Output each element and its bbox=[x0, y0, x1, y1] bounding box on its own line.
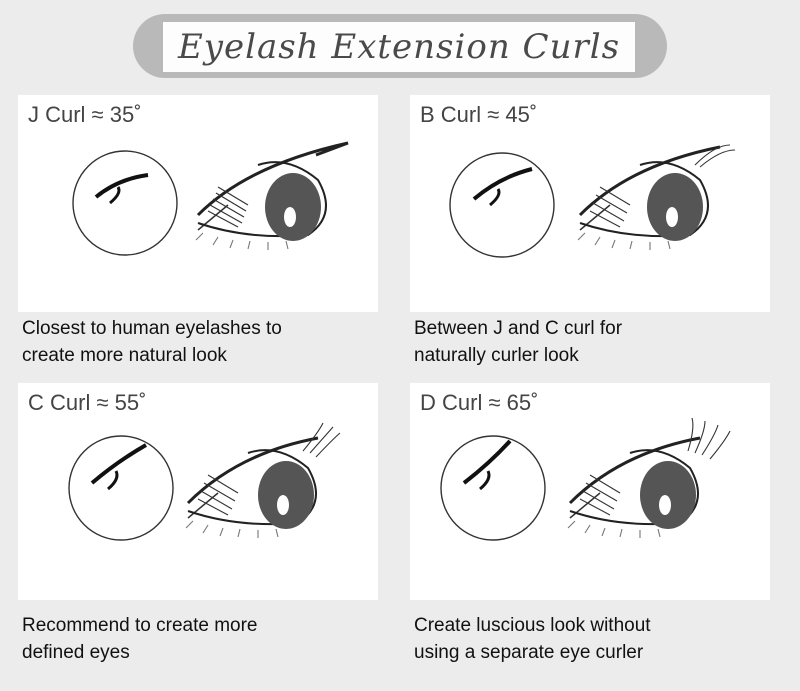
j-curl-illustration bbox=[72, 141, 349, 256]
curl-desc-b: Between J and C curl for naturally curle… bbox=[414, 315, 794, 369]
c-curl-illustration bbox=[68, 422, 341, 541]
curl-heading-j: J Curl ≈ 35˚ bbox=[28, 102, 142, 127]
desc-line: Closest to human eyelashes to bbox=[22, 318, 282, 339]
desc-line: create more natural look bbox=[22, 345, 227, 366]
desc-line: naturally curler look bbox=[414, 345, 579, 366]
desc-line: using a separate eye curler bbox=[414, 642, 644, 663]
desc-line: Recommend to create more bbox=[22, 615, 258, 636]
curl-desc-d: Create luscious look without using a sep… bbox=[414, 612, 794, 666]
curl-desc-j: Closest to human eyelashes to create mor… bbox=[22, 315, 402, 369]
b-curl-illustration bbox=[449, 144, 736, 258]
curl-card-d: D Curl ≈ 65˚ bbox=[410, 383, 770, 600]
desc-line: defined eyes bbox=[22, 642, 130, 663]
d-curl-illustration bbox=[440, 417, 731, 541]
desc-line: Create luscious look without bbox=[414, 615, 651, 636]
curl-heading-c: C Curl ≈ 55˚ bbox=[28, 390, 147, 415]
curl-card-c: C Curl ≈ 55˚ bbox=[18, 383, 378, 600]
desc-line: Between J and C curl for bbox=[414, 318, 623, 339]
curl-card-b: B Curl ≈ 45˚ bbox=[410, 95, 770, 312]
title-plate: Eyelash Extension Curls bbox=[163, 22, 635, 72]
curl-heading-d: D Curl ≈ 65˚ bbox=[420, 390, 539, 415]
curl-desc-c: Recommend to create more defined eyes bbox=[22, 612, 402, 666]
page-title: Eyelash Extension Curls bbox=[177, 27, 621, 67]
curl-card-j: J Curl ≈ 35˚ bbox=[18, 95, 378, 312]
curl-heading-b: B Curl ≈ 45˚ bbox=[420, 102, 538, 127]
